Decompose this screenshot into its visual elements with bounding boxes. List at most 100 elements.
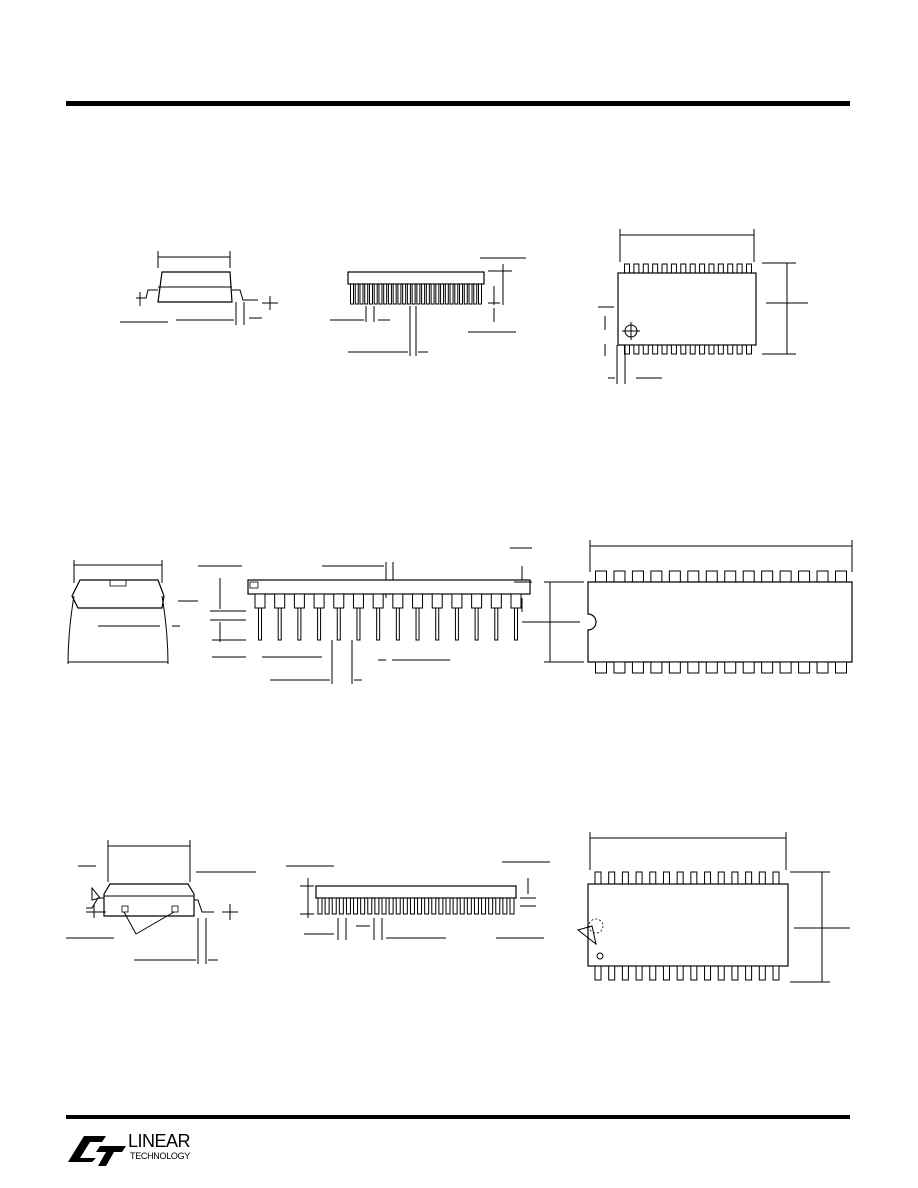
pin <box>317 607 322 641</box>
pin <box>717 263 724 274</box>
pin <box>449 283 454 305</box>
pin <box>494 607 499 641</box>
header-rule <box>66 101 850 106</box>
pin <box>717 871 725 885</box>
pin <box>444 283 449 305</box>
pin <box>727 344 734 355</box>
pin <box>417 897 423 915</box>
pin <box>594 871 602 885</box>
pin <box>381 897 387 915</box>
pin <box>345 897 351 915</box>
pin <box>727 263 734 274</box>
pin <box>350 283 354 305</box>
pin <box>742 570 755 583</box>
pin <box>473 283 478 305</box>
pin <box>378 283 383 305</box>
pin <box>649 871 657 885</box>
pin <box>652 263 659 274</box>
pin <box>368 283 373 305</box>
pin <box>772 965 780 981</box>
pin <box>509 897 515 915</box>
pin <box>435 283 440 305</box>
pin <box>338 897 344 915</box>
pin <box>635 965 643 981</box>
pin1-marker-icon <box>588 918 604 934</box>
pin <box>662 871 670 885</box>
pin <box>635 871 643 885</box>
pin <box>324 897 330 915</box>
logo-word-main: LINEAR <box>128 1131 191 1151</box>
pin <box>779 661 792 674</box>
pin <box>699 263 706 274</box>
package-a-end-pins <box>350 283 482 305</box>
pin <box>373 283 378 305</box>
pin <box>374 897 380 915</box>
pin <box>708 344 715 355</box>
pin <box>331 897 337 915</box>
pin <box>438 897 444 915</box>
pin <box>488 897 494 915</box>
pin <box>452 897 458 915</box>
pin <box>336 607 341 641</box>
pin <box>724 661 737 674</box>
pin <box>613 570 626 583</box>
pin <box>416 283 421 305</box>
pin <box>430 283 435 305</box>
pin <box>680 344 687 355</box>
pin <box>631 661 644 674</box>
pin <box>717 965 725 981</box>
pin <box>724 570 737 583</box>
pin <box>704 965 712 981</box>
pin <box>676 965 684 981</box>
pin <box>463 283 468 305</box>
pin <box>406 283 411 305</box>
pin <box>415 607 420 641</box>
pin <box>510 593 522 609</box>
pin <box>454 283 459 305</box>
pin <box>313 593 325 609</box>
pin <box>502 897 508 915</box>
pin <box>274 593 286 609</box>
pin <box>687 661 700 674</box>
pin <box>258 607 262 641</box>
pin <box>360 897 366 915</box>
pin <box>621 871 629 885</box>
logo-word-sub: TECHNOLOGY <box>130 1151 191 1161</box>
pin <box>816 570 829 583</box>
pin <box>736 344 743 355</box>
pin <box>392 593 404 609</box>
pin <box>631 570 644 583</box>
pin <box>595 661 607 674</box>
pin <box>421 283 426 305</box>
pin <box>717 344 724 355</box>
package-a-top-pins-lower <box>624 344 752 355</box>
pin <box>409 897 415 915</box>
pin <box>254 593 266 609</box>
pin <box>736 263 743 274</box>
pin <box>731 871 739 885</box>
pin <box>745 871 753 885</box>
package-a-top-view <box>598 229 808 384</box>
pin <box>662 965 670 981</box>
package-b-top-pins-lower <box>595 661 847 674</box>
package-c-side-pins <box>317 897 515 915</box>
pin <box>624 263 630 274</box>
pin <box>395 607 400 641</box>
pin <box>459 897 465 915</box>
pin <box>372 593 384 609</box>
pin <box>474 607 479 641</box>
pin <box>745 965 753 981</box>
pin <box>668 570 681 583</box>
pin <box>388 897 394 915</box>
package-c-top-pins-upper <box>594 871 780 885</box>
package-b-side-view <box>198 547 532 684</box>
pin <box>690 871 698 885</box>
package-c-top-view <box>576 832 850 983</box>
pin <box>661 263 668 274</box>
pin <box>359 283 364 305</box>
pin <box>798 661 811 674</box>
pin <box>798 570 811 583</box>
pin <box>835 570 847 583</box>
pin <box>680 263 687 274</box>
pin <box>397 283 402 305</box>
